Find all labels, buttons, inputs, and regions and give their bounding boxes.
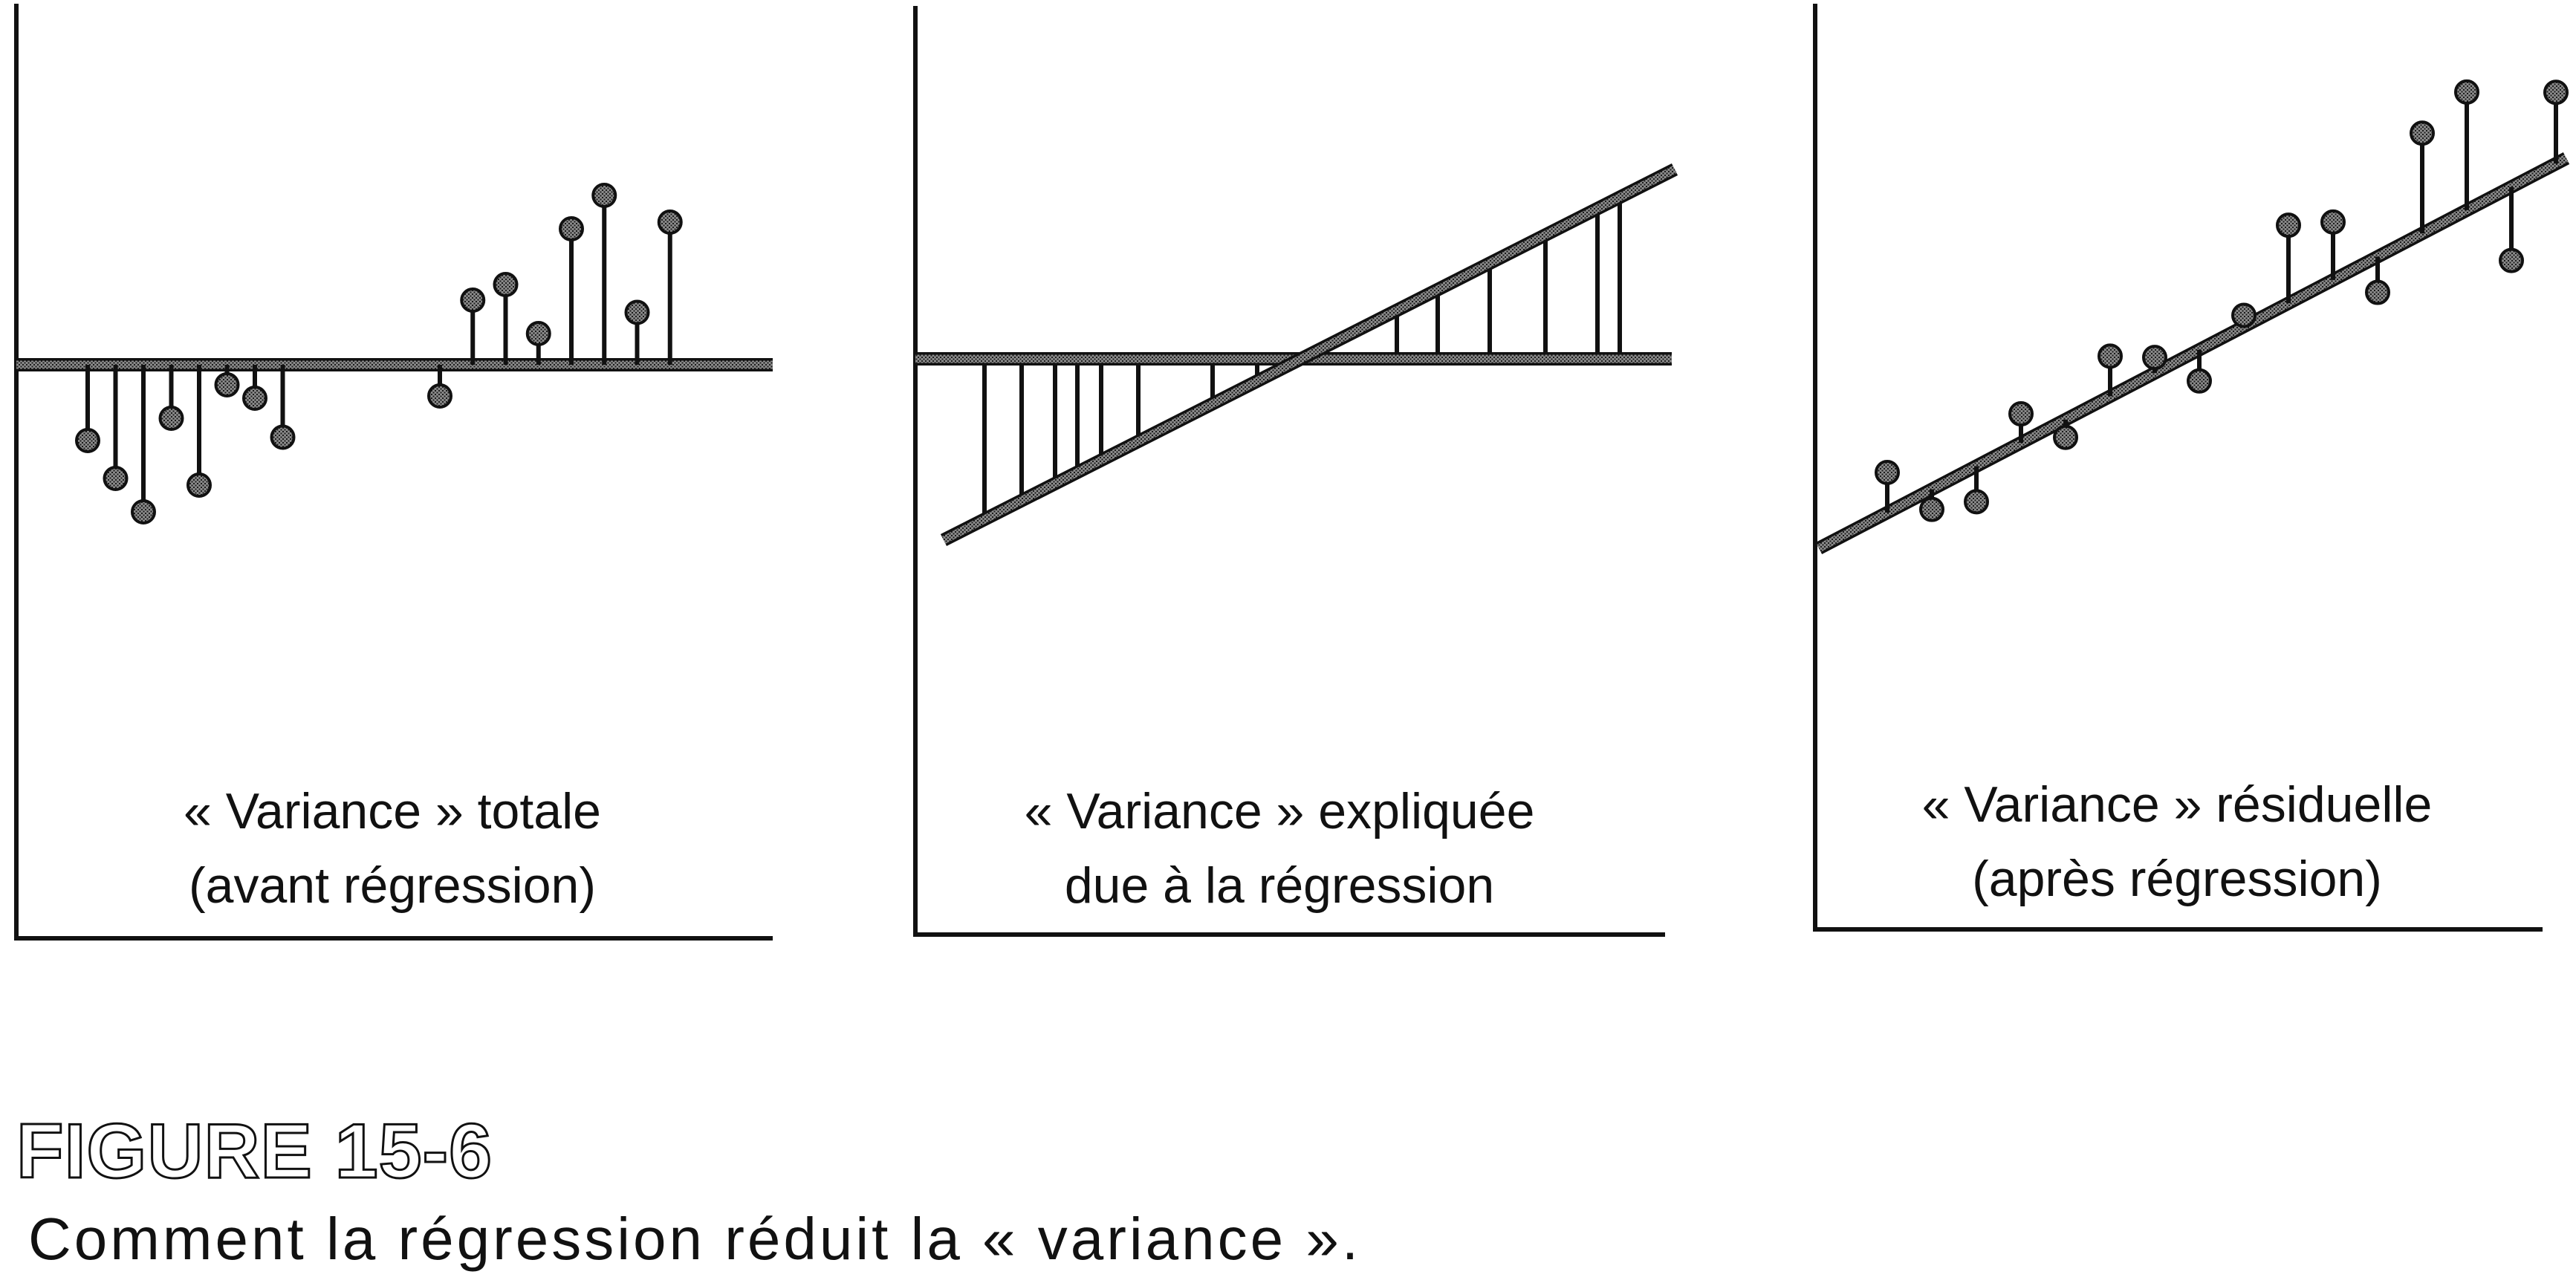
observation-point (2454, 79, 2479, 105)
residual-variance-plot (1815, 79, 2570, 554)
explained-variance-plot (915, 163, 1678, 547)
panel-1-caption-line-1: « Variance » totale (184, 783, 601, 839)
panel-1-axes (14, 4, 773, 941)
panel-2-caption-line-2: due à la régression (1064, 857, 1495, 914)
observation-point (427, 383, 452, 409)
observation-point (460, 288, 486, 313)
observation-point (2053, 424, 2078, 450)
observation-point (624, 299, 650, 325)
observation-point (75, 428, 100, 453)
panel-2-caption-line-1: « Variance » expliquée (1024, 783, 1535, 839)
panel-3-caption-line-1: « Variance » résiduelle (1921, 776, 2433, 833)
observation-point (2410, 120, 2435, 146)
regression-line (1817, 155, 2569, 552)
observation-point (186, 472, 212, 498)
observation-point (103, 466, 129, 491)
observation-point (1964, 489, 1989, 515)
observation-point (2098, 343, 2123, 369)
observation-point (1875, 459, 1900, 485)
panel-2-caption: « Variance » expliquée due à la régressi… (945, 774, 1614, 923)
observation-point (2499, 247, 2524, 273)
observation-point (493, 272, 519, 297)
panel-3-caption: « Variance » résiduelle (après régressio… (1843, 767, 2511, 916)
regression-line (941, 166, 1677, 544)
observation-point (2231, 302, 2257, 328)
observation-point (270, 424, 296, 450)
observation-point (131, 499, 156, 524)
total-variance-plot (16, 183, 773, 524)
observation-point (2276, 212, 2301, 238)
panel-1-caption: « Variance » totale (avant régression) (58, 774, 727, 923)
observation-point (657, 209, 683, 235)
observation-point (591, 183, 617, 208)
observation-point (2543, 79, 2569, 105)
panel-2-axes (913, 6, 1665, 937)
panel-3-axes (1813, 4, 2543, 932)
observation-point (2320, 209, 2346, 235)
observation-point (2187, 368, 2212, 394)
observation-point (2142, 345, 2167, 371)
observation-point (525, 321, 551, 346)
panel-3-caption-line-2: (après régression) (1972, 851, 2382, 907)
panel-1-caption-line-2: (avant régression) (188, 857, 597, 914)
observation-point (242, 386, 267, 411)
observation-point (158, 406, 184, 431)
observation-point (559, 216, 584, 241)
figure-caption: Comment la régression réduit la « varian… (28, 1206, 1362, 1272)
observation-point (2008, 401, 2034, 427)
observation-point (2365, 279, 2390, 305)
observation-point (1919, 496, 1944, 522)
figure-number: FIGURE 15-6 (16, 1108, 493, 1196)
observation-point (214, 372, 240, 397)
